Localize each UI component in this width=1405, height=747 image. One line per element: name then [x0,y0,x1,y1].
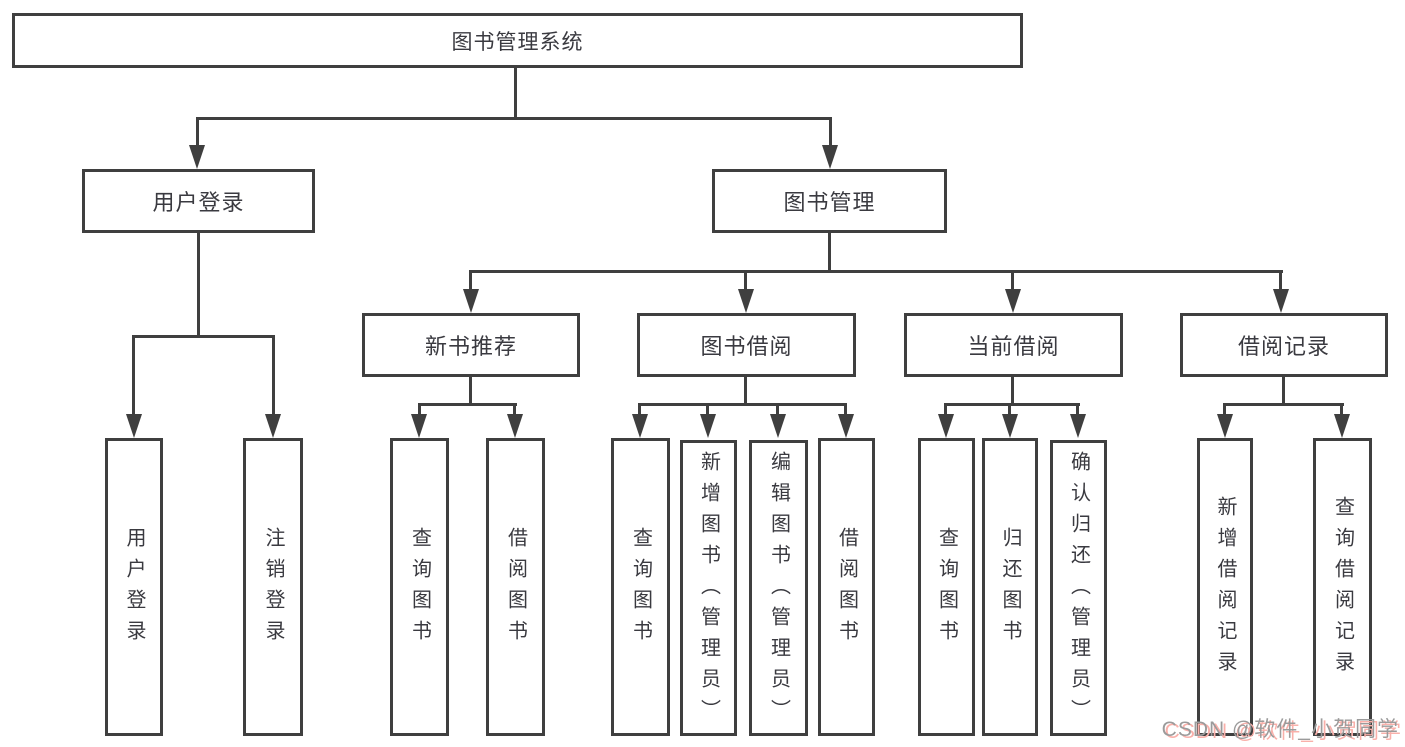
arrowhead-down [126,414,142,438]
node-new-book-recommend: 新书推荐 [362,313,580,377]
connector-line [776,403,779,416]
connector-line [469,377,472,406]
arrowhead-down [1005,289,1021,313]
connector-line [513,403,516,416]
connector-line [469,270,472,292]
arrowhead-down [1002,414,1018,438]
arrowhead-down [770,414,786,438]
connector-line [1011,270,1014,292]
connector-line [196,117,199,147]
node-current-borrow: 当前借阅 [904,313,1123,377]
arrowhead-down [507,414,523,438]
arrowhead-down [938,414,954,438]
connector-line [132,335,275,338]
connector-line [638,403,847,406]
leaf-query-borrow-record: 查询借阅记录 [1313,438,1372,736]
leaf-borrow-books-recommend: 借阅图书 [486,438,545,736]
connector-line [1282,377,1285,406]
connector-line [418,403,517,406]
leaf-user-login: 用户登录 [105,438,163,736]
leaf-logout: 注销登录 [243,438,303,736]
connector-line [828,233,831,273]
leaf-query-books-borrow: 查询图书 [611,438,670,736]
arrowhead-down [265,414,281,438]
connector-line [514,68,517,118]
connector-line [1279,270,1282,292]
connector-line [744,377,747,406]
connector-line [706,403,709,416]
connector-line [944,403,1080,406]
leaf-borrow-books: 借阅图书 [818,438,875,736]
arrowhead-down [1334,414,1350,438]
arrowhead-down [463,289,479,313]
csdn-watermark: CSDN @软件_小贺同学 [1161,718,1399,741]
connector-line [638,403,641,416]
leaf-edit-books-admin: 编辑图书（管理员） [749,440,808,736]
connector-line [132,335,135,416]
connector-line [418,403,421,416]
connector-line [1008,403,1011,416]
arrowhead-down [189,145,205,169]
node-root-library-system: 图书管理系统 [12,13,1023,68]
arrowhead-down [632,414,648,438]
connector-line [944,403,947,416]
arrowhead-down [411,414,427,438]
connector-line [272,335,275,416]
connector-line [1223,403,1226,416]
connector-line [197,233,200,338]
arrowhead-down [1273,289,1289,313]
leaf-query-books-current: 查询图书 [918,438,975,736]
connector-line [1340,403,1343,416]
arrowhead-down [700,414,716,438]
node-book-borrow: 图书借阅 [637,313,856,377]
connector-line [1076,403,1079,416]
leaf-query-books-recommend: 查询图书 [390,438,449,736]
arrowhead-down [1070,414,1086,438]
connector-line [1223,403,1344,406]
leaf-add-books-admin: 新增图书（管理员） [680,440,737,736]
connector-line [844,403,847,416]
arrowhead-down [838,414,854,438]
arrowhead-down [738,289,754,313]
arrowhead-down [822,145,838,169]
node-book-management: 图书管理 [712,169,947,233]
leaf-confirm-return-admin: 确认归还（管理员） [1050,440,1107,736]
node-user-login: 用户登录 [82,169,315,233]
connector-line [744,270,747,292]
leaf-add-borrow-record: 新增借阅记录 [1197,438,1253,736]
node-borrow-records: 借阅记录 [1180,313,1388,377]
connector-line [196,117,832,120]
connector-line [1011,377,1014,406]
arrowhead-down [1217,414,1233,438]
connector-line [469,270,1283,273]
connector-line [829,117,832,147]
leaf-return-books: 归还图书 [982,438,1038,736]
